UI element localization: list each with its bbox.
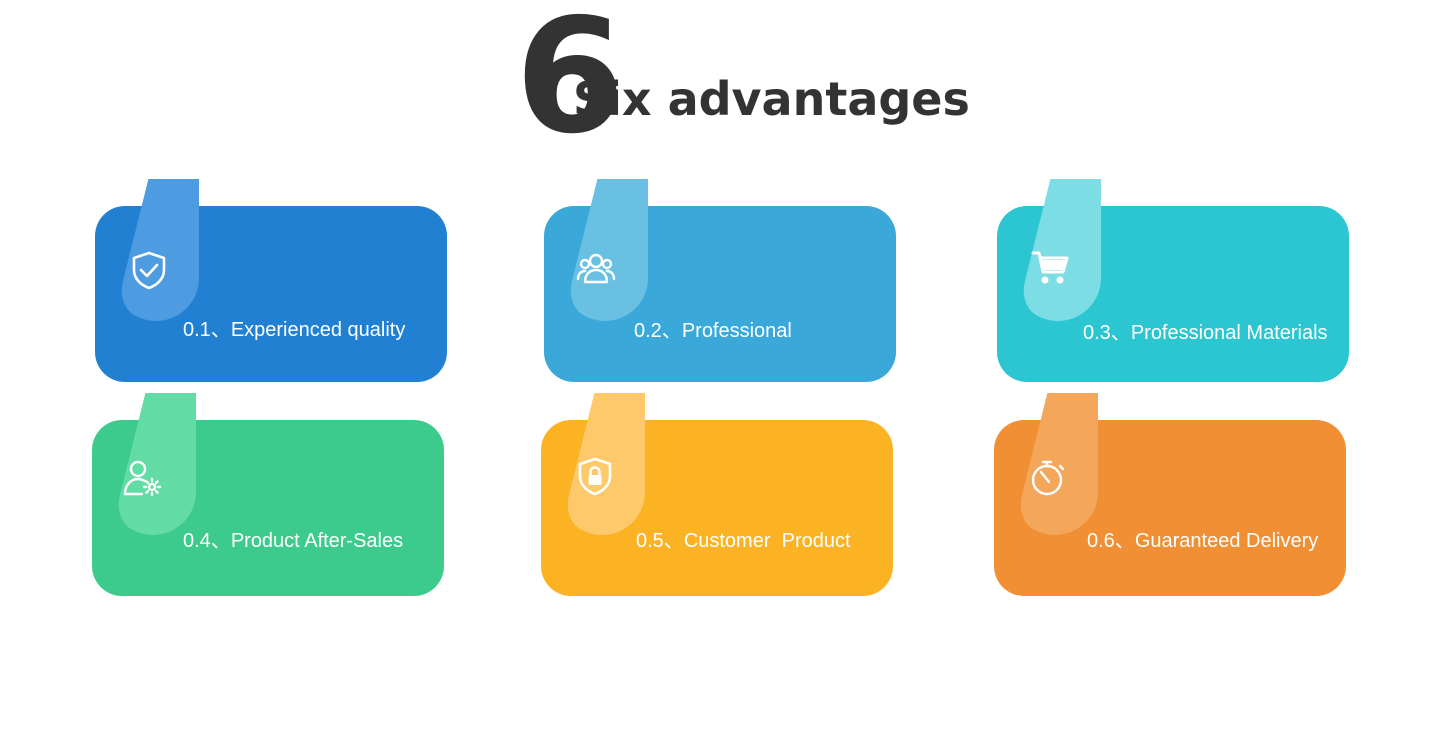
advantage-label-5: 0.5、Customer Product Information Is 100%… [636,481,867,745]
title-digit: 6 [515,0,625,169]
advantage-number: 0.6、 [1087,530,1135,552]
stopwatch-icon [1028,458,1068,498]
advantage-text-line: On Time [1140,674,1216,696]
section-title: 6 Six advantages [515,0,970,156]
advantage-text-line: Professional [681,320,792,342]
shield-lock-icon [575,456,615,496]
advantage-number: 0.2、 [634,320,682,342]
advantage-number: 0.4、 [183,530,231,552]
advantage-text-line: Service Technical [231,602,387,624]
advantage-label-2: 0.2、Professional Technical Team [634,271,820,463]
team-icon [576,248,616,288]
advantage-text-line: Technical Team [683,392,821,414]
shopping-cart-icon [1031,248,1071,288]
advantage-text-line: Customer Product [683,530,851,552]
advantage-number: 0.5、 [636,530,684,552]
advantage-label-3: 0.3、Professional Materials Procurement t… [1083,273,1328,465]
advantage-card-4: 0.4、Product After-Sales Service Technica… [92,393,444,696]
advantage-text-line: Procurement team [1132,394,1303,416]
advantage-card-5: 0.5、Customer Product Information Is 100%… [541,393,893,696]
advantage-text-line: Control team [229,391,344,413]
advantage-text-line: Professional Materials [1130,322,1328,344]
advantage-label-6: 0.6、Guaranteed Delivery Time Fast And On… [1087,481,1318,745]
advantage-text-line: Product After-Sales [230,530,404,552]
advantage-label-4: 0.4、Product After-Sales Service Technica… [183,481,403,745]
shield-check-icon [129,250,169,290]
advantage-text-line: Information Is 100% [689,602,867,624]
advantage-card-2: 0.2、Professional Technical Team [544,179,896,414]
advantage-text-line: Confidentia [689,674,791,696]
user-gear-icon [122,458,162,498]
advantage-card-1: 0.1、Experienced quality Control team [95,179,447,413]
advantage-text-line: Guaranteed Delivery [1134,530,1319,552]
advantage-text-line: Experienced quality [230,319,406,341]
title-text: Six advantages [573,72,970,126]
advantage-card-3: 0.3、Professional Materials Procurement t… [997,179,1349,416]
advantage-text-line: Time Fast And [1140,602,1269,624]
advantage-label-1: 0.1、Experienced quality Control team [183,270,405,462]
advantage-text-line: Guidance [231,674,317,696]
advantage-card-6: 0.6、Guaranteed Delivery Time Fast And On… [994,393,1346,696]
advantage-number: 0.1、 [183,319,231,341]
advantage-number: 0.3、 [1083,322,1131,344]
